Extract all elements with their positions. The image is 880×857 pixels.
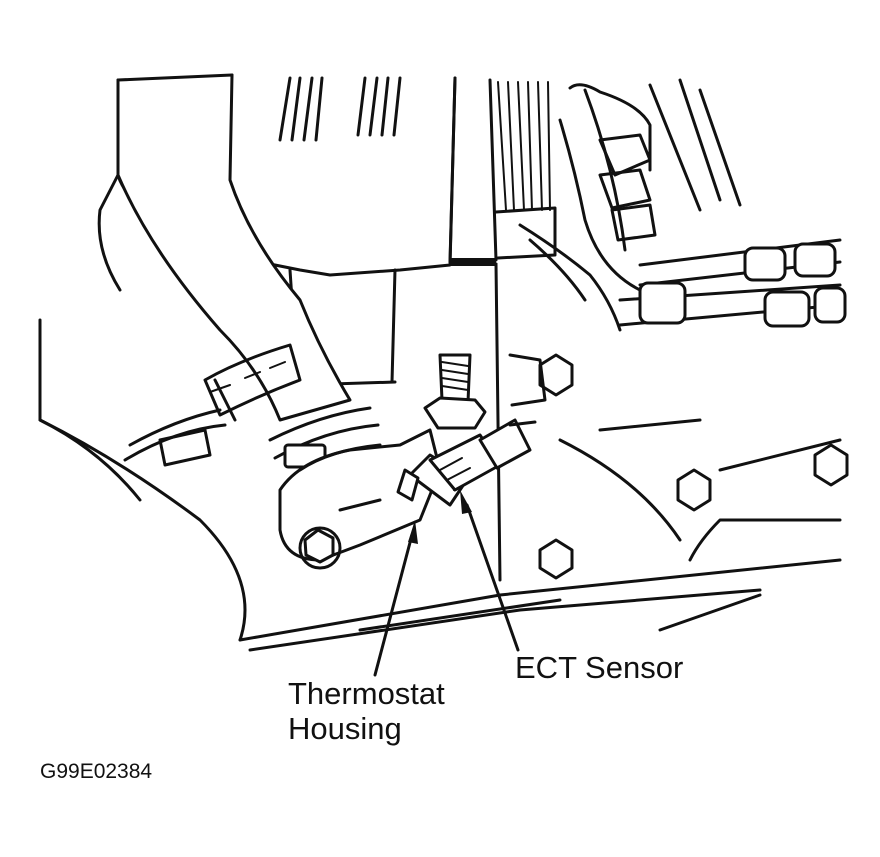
bolts — [508, 353, 849, 580]
upper-radiator-hose — [116, 73, 352, 422]
vertical-bracket — [448, 76, 557, 582]
ect-sensor-part — [396, 418, 537, 507]
thermostat-housing-label-line1: Thermostat — [288, 676, 445, 711]
manifold-ribs — [278, 76, 402, 142]
housing-stud — [423, 353, 487, 430]
figure-id: G99E02384 — [40, 760, 153, 783]
wiring-harness — [518, 78, 847, 332]
thermostat-housing-label-line2: Housing — [288, 711, 402, 746]
callout-arrows — [373, 490, 520, 677]
harness-connectors — [638, 242, 847, 328]
ect-sensor-label: ECT Sensor — [515, 650, 684, 685]
thermostat-housing-label: Thermostat Housing — [288, 676, 445, 746]
hose-clamp — [123, 378, 380, 469]
thermostat-housing — [278, 428, 442, 570]
